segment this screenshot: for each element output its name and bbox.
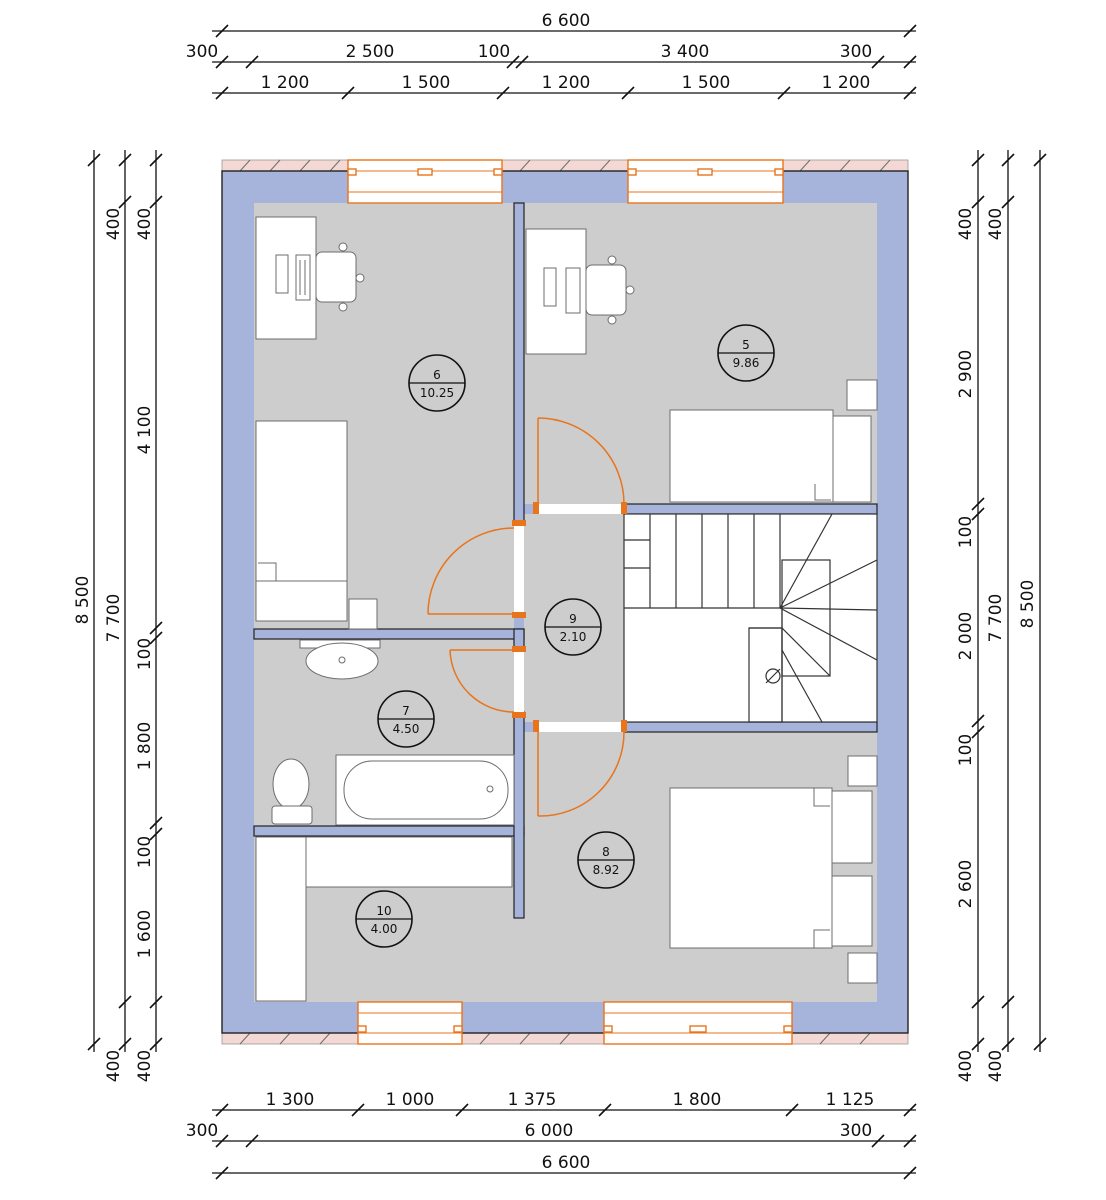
dim-bottom-r1-c: 1 375 <box>508 1090 557 1110</box>
room-tag-6: 6 10.25 <box>408 354 466 412</box>
dimension-labels: 6 600 300 2 500 100 3 400 300 1 200 1 50… <box>73 11 1038 1173</box>
wall-10-8 <box>513 711 525 919</box>
dim-left-mid-bottom: 400 <box>104 1050 124 1082</box>
dim-bottom-total: 6 600 <box>542 1153 591 1173</box>
dim-top-r3-b: 1 500 <box>402 73 451 93</box>
dim-right-inner-b: 100 <box>956 516 976 548</box>
wall-stair-8 <box>623 721 878 733</box>
door-opening-8 <box>536 722 624 732</box>
dim-right-mid-bottom: 400 <box>986 1050 1006 1082</box>
dim-right-inner-a: 2 900 <box>956 350 976 399</box>
dimension-lines <box>87 24 1047 1180</box>
dim-right-outer: 8 500 <box>1018 580 1038 629</box>
toilet-room-7 <box>271 758 313 825</box>
room-6-area: 10.25 <box>420 386 454 400</box>
door-opening-7 <box>514 650 524 712</box>
dim-right-inner-d: 100 <box>956 734 976 766</box>
room-9-floor <box>524 514 634 722</box>
wall-5-stair <box>623 503 878 515</box>
chair-room-6 <box>315 242 365 312</box>
bed-room-5 <box>669 379 878 503</box>
room-9-number: 9 <box>569 612 577 626</box>
dim-top-r2-d: 3 400 <box>661 42 710 62</box>
stair-area <box>624 514 877 722</box>
room-8-area: 8.92 <box>593 863 620 877</box>
dim-left-inner-a: 4 100 <box>135 406 155 455</box>
dim-left-mid-top: 400 <box>104 208 124 240</box>
dim-bottom-r2-c: 300 <box>840 1121 872 1141</box>
dim-left-inner-e: 1 600 <box>135 910 155 959</box>
room-9-area: 2.10 <box>560 630 587 644</box>
dim-right-inner-c: 2 000 <box>956 612 976 661</box>
dim-left-inner-top: 400 <box>135 208 155 240</box>
room-5-number: 5 <box>742 338 750 352</box>
window-bottom-right <box>603 1001 793 1045</box>
room-6-number: 6 <box>433 368 441 382</box>
dim-left-inner-bottom: 400 <box>135 1050 155 1082</box>
wall-6-5 <box>513 202 525 525</box>
dim-top-r3-c: 1 200 <box>542 73 591 93</box>
dim-right-inner-bottom: 400 <box>956 1050 976 1082</box>
dim-left-mid-total: 7 700 <box>104 594 124 643</box>
window-bottom-left <box>357 1001 463 1045</box>
room-tag-7: 7 4.50 <box>377 690 435 748</box>
room-tag-8: 8 8.92 <box>577 831 635 889</box>
dim-bottom-r1-e: 1 125 <box>826 1090 875 1110</box>
room-tag-10: 10 4.00 <box>355 890 413 948</box>
door-opening-6 <box>514 524 524 615</box>
dim-top-r2-c: 100 <box>478 42 510 62</box>
dim-left-inner-b: 100 <box>135 638 155 670</box>
dim-left-inner-d: 100 <box>135 836 155 868</box>
room-tag-9: 9 2.10 <box>544 598 602 656</box>
room-10-extension <box>514 918 524 1002</box>
door-room-8 <box>533 720 627 817</box>
door-room-6 <box>427 520 526 618</box>
room-8-number: 8 <box>602 845 610 859</box>
door-room-7 <box>449 646 526 718</box>
dim-top-r3-d: 1 500 <box>682 73 731 93</box>
dim-top-total: 6 600 <box>542 11 591 31</box>
wardrobe-room-10 <box>255 836 513 1002</box>
dim-bottom-r1-b: 1 000 <box>386 1090 435 1110</box>
sink-room-7 <box>299 639 381 680</box>
window-top-left <box>347 159 503 204</box>
room-10-number: 10 <box>376 904 391 918</box>
dim-left-inner-c: 1 800 <box>135 722 155 771</box>
dim-right-inner-top: 400 <box>956 208 976 240</box>
window-top-right <box>627 159 784 204</box>
desk-room-6 <box>255 216 317 340</box>
bathtub-room-7 <box>335 754 515 826</box>
room-tag-5: 5 9.86 <box>717 324 775 382</box>
dim-top-r3-e: 1 200 <box>822 73 871 93</box>
door-opening-5 <box>536 504 624 514</box>
staircase <box>623 513 878 723</box>
dim-top-r3-a: 1 200 <box>261 73 310 93</box>
wall-6-7 <box>253 628 525 640</box>
room-5-area: 9.86 <box>733 356 760 370</box>
bed-room-6 <box>255 420 378 630</box>
dim-bottom-r2-b: 6 000 <box>525 1121 574 1141</box>
dim-right-mid-top: 400 <box>986 208 1006 240</box>
dim-top-r2-e: 300 <box>840 42 872 62</box>
dim-bottom-r1-a: 1 300 <box>266 1090 315 1110</box>
room-7-number: 7 <box>402 704 410 718</box>
dim-right-mid-total: 7 700 <box>986 594 1006 643</box>
dim-top-r2-a: 300 <box>186 42 218 62</box>
room-7-area: 4.50 <box>393 722 420 736</box>
wall-7-10 <box>253 825 525 837</box>
chair-room-5 <box>585 255 635 325</box>
dim-bottom-r2-a: 300 <box>186 1121 218 1141</box>
room-10-area: 4.00 <box>371 922 398 936</box>
bed-room-8 <box>669 755 878 984</box>
dim-bottom-r1-d: 1 800 <box>673 1090 722 1110</box>
hatch-lines <box>239 159 891 1045</box>
dim-left-outer: 8 500 <box>73 576 93 625</box>
desk-room-5 <box>525 228 587 355</box>
building <box>221 159 909 1045</box>
dim-right-inner-e: 2 600 <box>956 860 976 909</box>
dim-top-r2-b: 2 500 <box>346 42 395 62</box>
door-room-5 <box>533 417 627 514</box>
